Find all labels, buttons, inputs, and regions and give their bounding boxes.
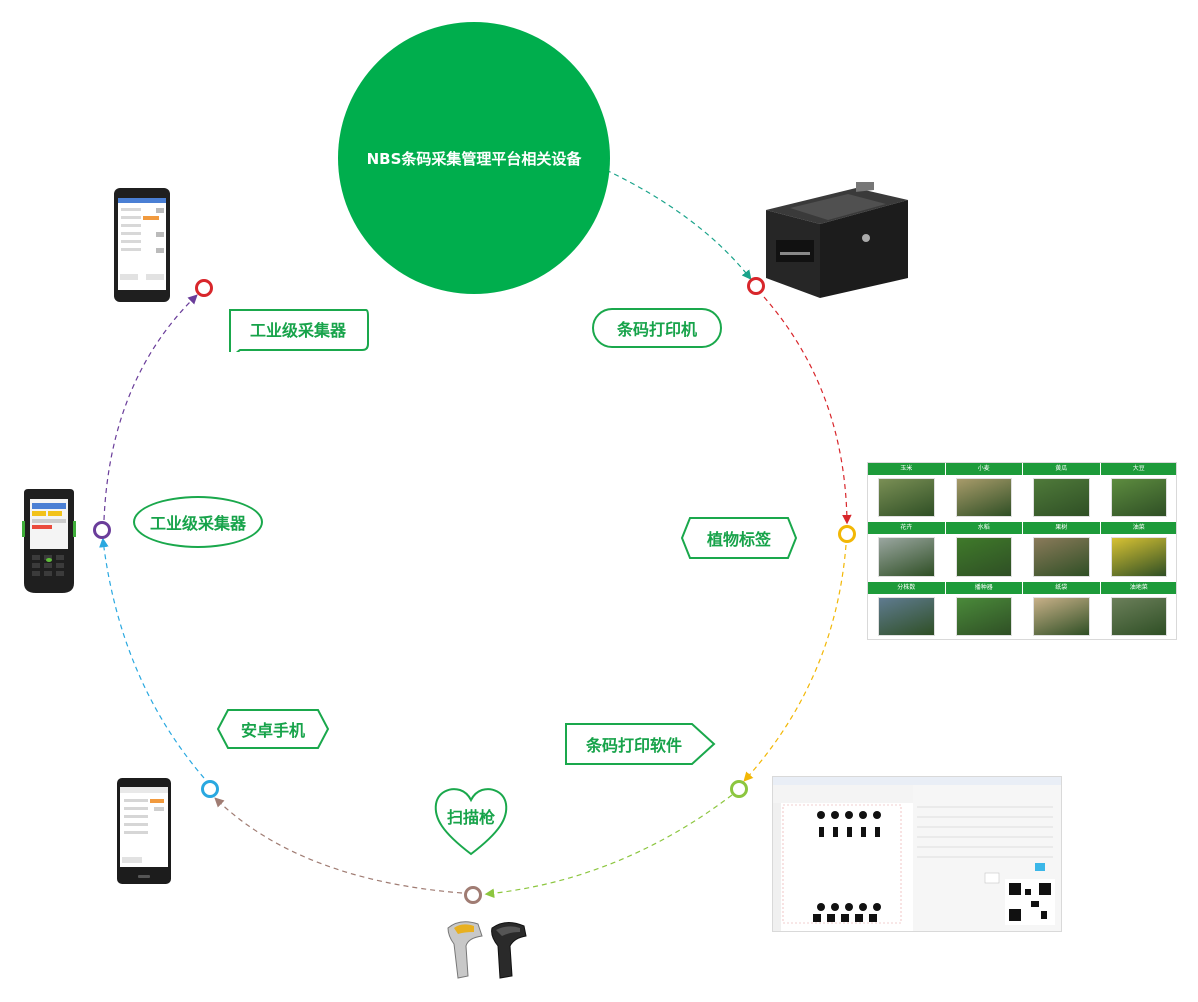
plant-cell: 分株数 [868, 581, 945, 639]
plant-cell: 水稻 [945, 522, 1022, 580]
plant-cell-label: 黄瓜 [1023, 463, 1100, 475]
plant-cell: 花卉 [868, 522, 945, 580]
label-print-software-text: 条码打印软件 [585, 736, 682, 755]
label-collector-top-text: 工业级采集器 [249, 321, 346, 340]
label-collector-left-text: 工业级采集器 [149, 514, 246, 533]
node-plant-tags [838, 525, 856, 543]
arrow-software-to-scanner [484, 794, 733, 899]
node-printer [747, 277, 765, 295]
label-collector-top-shape [229, 309, 369, 352]
label-collector-left: 工业级采集器 [133, 496, 263, 548]
plant-cell: 黄瓜 [1023, 463, 1100, 521]
label-print-software-shape [565, 723, 716, 765]
label-android-phone: 安卓手机 [216, 708, 330, 750]
label-plant-tags: 植物标签 [680, 516, 798, 560]
plant-cell: 纸袋 [1023, 581, 1100, 639]
plant-cell-label: 油地菜 [1100, 581, 1176, 594]
plant-cell-label: 花卉 [868, 522, 945, 535]
node-print-software [730, 780, 748, 798]
plant-cell: 播种器 [945, 581, 1022, 639]
plant-cell-label: 播种器 [945, 581, 1022, 594]
printer-icon [766, 182, 908, 298]
node-collector-left [93, 521, 111, 539]
plant-photo [955, 537, 1012, 577]
plant-photo [878, 537, 935, 577]
node-scanner [464, 886, 482, 904]
hub-circle: NBS条码采集管理平台相关设备 [338, 22, 610, 294]
plant-photo [1033, 596, 1090, 636]
software-window-graphic [773, 777, 1061, 931]
label-plant-tags-text: 植物标签 [706, 530, 771, 549]
label-scanner-text: 扫描枪 [446, 808, 495, 827]
plant-cell-label: 分株数 [868, 581, 945, 594]
arrow-printer-to-plant [763, 296, 852, 525]
plant-cell-label: 大豆 [1100, 463, 1176, 475]
plant-photo [878, 596, 935, 636]
label-print-software: 条码打印软件 [564, 722, 704, 766]
plant-cell-label: 纸袋 [1023, 581, 1100, 594]
arrow-scanner-to-phone [214, 797, 463, 894]
plant-tags-image: 玉米小麦黄瓜大豆花卉水稻果树油菜分株数播种器纸袋油地菜 [867, 462, 1177, 640]
plant-cell: 油地菜 [1100, 581, 1176, 639]
arrow-phone-to-collector [99, 537, 205, 779]
plant-photo [878, 478, 935, 518]
plant-cell: 果树 [1023, 522, 1100, 580]
arrow-hub-to-printer [605, 169, 752, 280]
plant-cell-label: 玉米 [868, 463, 945, 475]
hub-title: NBS条码采集管理平台相关设备 [366, 149, 582, 168]
android-phone-icon [117, 778, 171, 884]
label-scanner: 扫描枪 [432, 796, 510, 836]
industrial-collector-icon [22, 489, 76, 593]
label-android-phone-shape [216, 709, 330, 749]
plant-photo [1033, 478, 1090, 518]
label-plant-tags-shape [680, 517, 798, 559]
plant-cell: 油菜 [1100, 522, 1176, 580]
plant-cell-label: 小麦 [945, 463, 1022, 475]
plant-cell-label: 水稻 [945, 522, 1022, 535]
arrow-collector-to-collector [103, 294, 198, 521]
label-android-phone-text: 安卓手机 [240, 721, 305, 740]
label-scanner-shape [434, 788, 508, 856]
plant-photo [1110, 537, 1167, 577]
plant-photo [1110, 596, 1167, 636]
node-android-phone [201, 780, 219, 798]
arrow-plant-to-software [743, 544, 847, 782]
plant-cell: 大豆 [1100, 463, 1176, 521]
plant-cell-label: 果树 [1023, 522, 1100, 535]
plant-cell: 小麦 [945, 463, 1022, 521]
print-software-screenshot [772, 776, 1062, 932]
label-collector-top: 工业级采集器 [228, 308, 368, 350]
plant-photo [955, 596, 1012, 636]
plant-photo [1110, 478, 1167, 518]
label-printer: 条码打印机 [592, 308, 722, 348]
plant-cell: 玉米 [868, 463, 945, 521]
barcode-scanner-icon [447, 921, 527, 979]
label-printer-text: 条码打印机 [616, 320, 697, 339]
node-collector-top [195, 279, 213, 297]
plant-cell-label: 油菜 [1100, 522, 1176, 535]
plant-photo [955, 478, 1012, 518]
industrial-collector-top-icon [114, 188, 170, 302]
plant-photo [1033, 537, 1090, 577]
